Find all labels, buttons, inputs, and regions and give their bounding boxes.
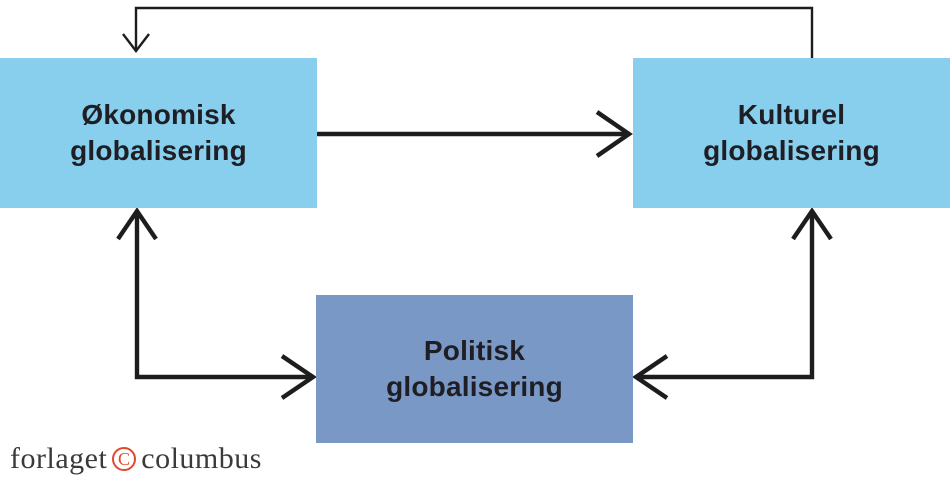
arrow-cultural-political-bidirectional [632,207,833,400]
arrow-economic-to-cultural [317,110,633,158]
node-political-label: Politisk globalisering [386,335,563,402]
publisher-logo: forlaget C columbus [10,442,262,476]
node-political-globalization: Politisk globalisering [316,295,633,443]
copyright-letter: C [118,448,131,469]
arrow-economic-political-bidirectional [116,207,317,400]
node-cultural-label: Kulturel globalisering [703,99,880,166]
node-cultural-globalization: Kulturel globalisering [633,58,950,208]
publisher-logo-word1: forlaget [10,442,108,475]
arrow-cultural-to-economic-feedback [122,6,814,58]
publisher-logo-word2: columbus [141,442,262,475]
node-economic-label: Økonomisk globalisering [70,99,247,166]
copyright-icon: C [112,447,137,471]
node-economic-globalization: Økonomisk globalisering [0,58,317,208]
